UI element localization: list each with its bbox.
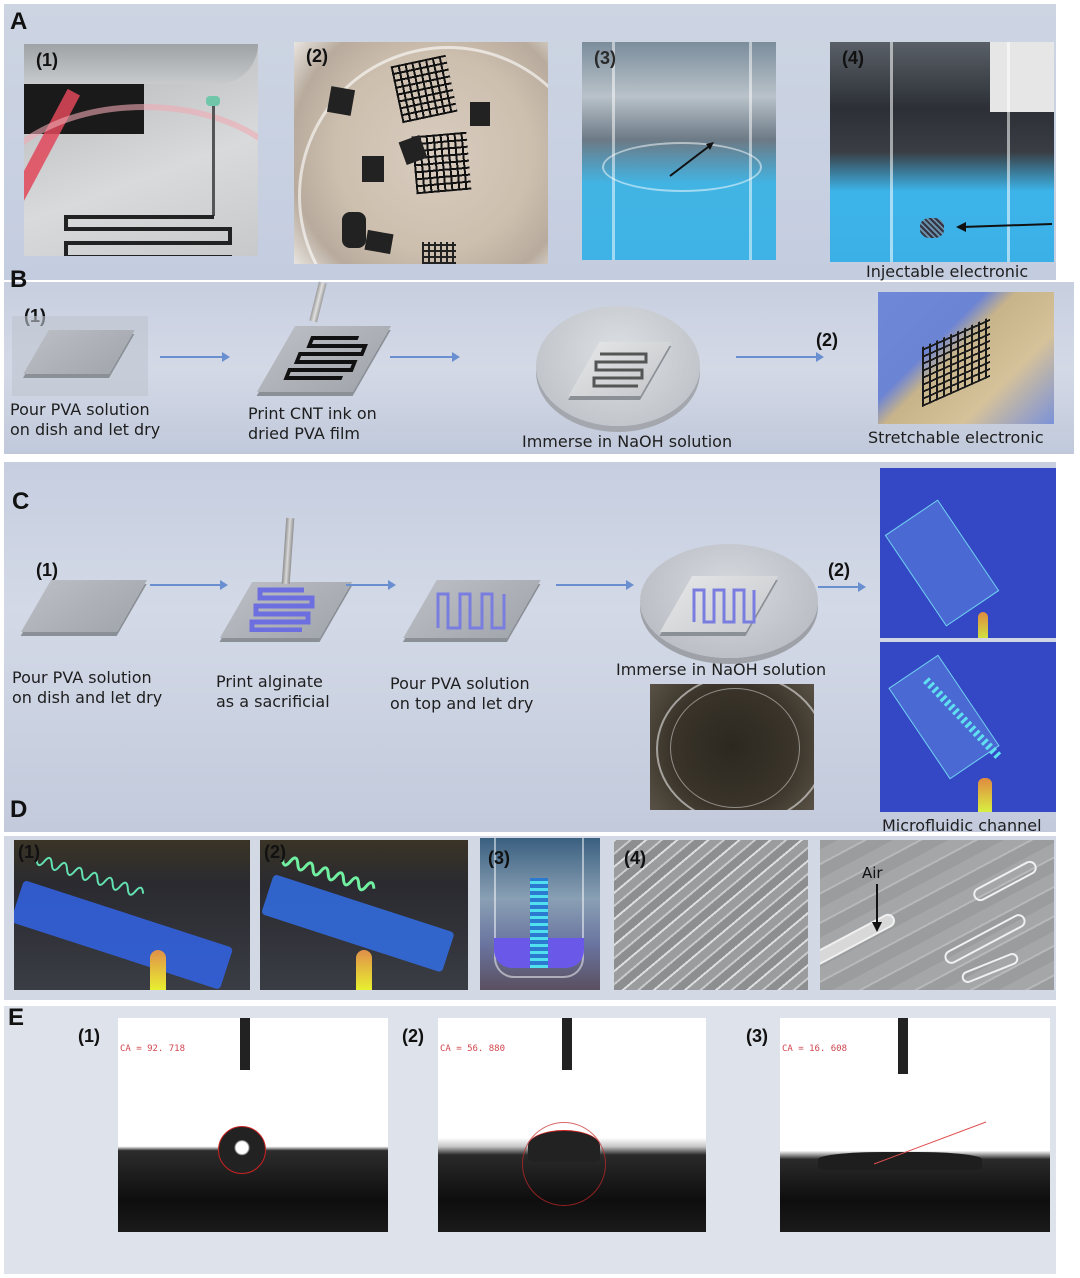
subpanel-label: (2) xyxy=(306,46,328,66)
cnt-pattern xyxy=(592,352,648,388)
arrow xyxy=(160,352,230,362)
subpanel-label: (1) xyxy=(18,842,40,862)
subpanel-label: (3) xyxy=(488,848,510,868)
channel-pattern xyxy=(692,588,756,624)
channel-pattern xyxy=(436,592,506,630)
photo-a2-meshes: (2) xyxy=(294,42,548,264)
step-label: (1) xyxy=(36,560,58,580)
alginate-pattern xyxy=(249,587,315,632)
arrow xyxy=(390,352,460,362)
step-label: (2) xyxy=(828,560,850,580)
photo-a1-printing: (1) xyxy=(24,44,258,256)
photo-dissolved-dish xyxy=(650,684,814,810)
contact-angle-value: CA = 92. 718 xyxy=(120,1044,186,1054)
subpanel-label: (4) xyxy=(842,48,864,68)
step-label: (2) xyxy=(816,330,838,350)
subpanel-label: (2) xyxy=(264,842,286,862)
photo-a3-beaker: (3) xyxy=(582,42,776,260)
photo-microfluidic-before xyxy=(880,468,1056,638)
droplet xyxy=(218,1126,266,1174)
subpanel-label: (1) xyxy=(78,1026,100,1046)
caption-microfluidic: Microfluidic channel xyxy=(882,816,1042,835)
photo-d3-vial: (3) xyxy=(480,838,600,990)
subpanel-label: (3) xyxy=(746,1026,768,1046)
air-annotation: Air xyxy=(862,864,883,882)
panel-e-label: E xyxy=(8,1004,25,1031)
photo-d1-tube: (1) xyxy=(14,840,250,990)
arrow xyxy=(818,582,866,592)
arrow xyxy=(556,580,634,590)
caption-injectable: Injectable electronic xyxy=(866,262,1029,281)
panel-b-label: B xyxy=(10,266,28,293)
subpanel-label: (3) xyxy=(594,48,616,68)
arrow-down-icon xyxy=(872,884,882,932)
fit-circle xyxy=(522,1122,606,1206)
photo-d2-tube: (2) xyxy=(260,840,468,990)
photo-a4-beaker: (4) xyxy=(830,42,1054,262)
needle xyxy=(898,1018,908,1074)
photo-e3-contact-angle: CA = 16. 608 xyxy=(780,1018,1050,1232)
panel-c-label: C xyxy=(12,488,30,515)
arrow xyxy=(150,580,228,590)
photo-d5-air-channels: Air xyxy=(820,840,1054,990)
arrow xyxy=(736,352,824,362)
photo-e2-contact-angle: CA = 56. 880 xyxy=(438,1018,706,1232)
contact-angle-value: CA = 56. 880 xyxy=(440,1044,506,1054)
subpanel-label: (1) xyxy=(36,50,58,70)
droplet xyxy=(818,1152,982,1170)
needle xyxy=(240,1018,250,1070)
cnt-pattern xyxy=(283,336,368,380)
panel-a-label: A xyxy=(10,8,28,35)
photo-stretchable-electronic xyxy=(878,292,1054,424)
step-caption: Immerse in NaOH solution xyxy=(522,432,733,451)
caption-stretchable: Stretchable electronic xyxy=(868,428,1044,447)
step-caption: Immerse in NaOH solution xyxy=(616,660,827,679)
panel-d-label: D xyxy=(10,796,28,823)
needle xyxy=(562,1018,572,1070)
arrow xyxy=(346,580,396,590)
subpanel-label: (2) xyxy=(402,1026,424,1046)
photo-microfluidic-after xyxy=(880,642,1056,812)
mesh xyxy=(390,54,458,124)
photo-d4-channels: (4) xyxy=(614,840,808,990)
subpanel-label: (4) xyxy=(624,848,646,868)
photo-e1-contact-angle: CA = 92. 718 xyxy=(118,1018,388,1232)
tangent-line xyxy=(873,1121,987,1165)
contact-angle-value: CA = 16. 608 xyxy=(782,1044,848,1054)
